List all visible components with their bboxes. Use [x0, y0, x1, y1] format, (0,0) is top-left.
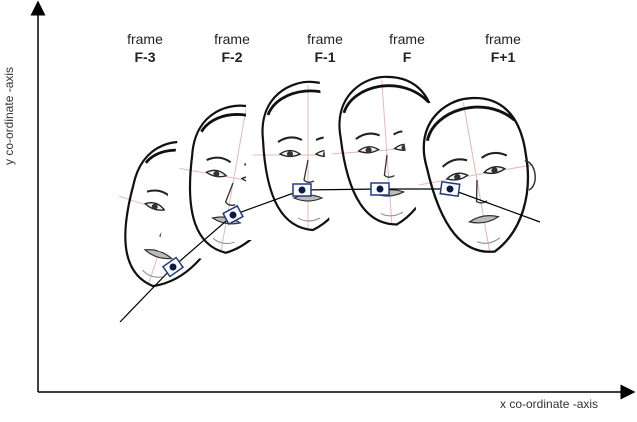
guide-vertical	[381, 80, 393, 225]
tracker-dot	[376, 185, 384, 193]
guide-vertical	[462, 102, 491, 253]
tracker-f-minus-3	[161, 256, 185, 278]
tracker-dot	[169, 263, 177, 271]
tracker-f-plus-1	[439, 180, 461, 198]
left-eyebrow	[441, 158, 468, 168]
tracker-f-minus-1	[292, 183, 312, 197]
guide-vertical	[220, 109, 247, 253]
chin-shade	[212, 238, 235, 244]
hair-stroke	[425, 105, 516, 142]
frame-id: F+1	[490, 49, 516, 65]
left-pupil	[213, 170, 220, 177]
left-pupil	[454, 173, 461, 181]
frame-word: frame	[307, 31, 343, 47]
frame-word: frame	[485, 31, 521, 47]
guide-horizontal	[419, 164, 534, 186]
frame-id: F-3	[134, 49, 156, 65]
hair-stroke	[342, 84, 430, 114]
frame-word: frame	[214, 31, 250, 47]
left-eyebrow	[206, 156, 232, 164]
right-pupil	[491, 167, 498, 174]
x-axis-label: x co-ordinate -axis	[500, 397, 599, 411]
head-outline	[422, 96, 530, 253]
left-eyebrow	[355, 132, 381, 140]
chin-shade	[380, 211, 404, 217]
nose	[224, 182, 236, 206]
chin-shade	[142, 269, 164, 278]
left-pupil	[287, 151, 293, 157]
frame-label-f-plus-1: frame F+1	[468, 30, 538, 66]
frame-label-f: frame F	[372, 30, 442, 66]
left-pupil	[151, 203, 158, 210]
frame-label-f-minus-1: frame F-1	[290, 30, 360, 66]
tracker-f-minus-2	[222, 204, 244, 226]
lips	[467, 215, 500, 224]
face-f-plus-1	[398, 85, 556, 275]
frame-id: F-2	[221, 49, 243, 65]
nose	[383, 154, 395, 178]
y-axis-label: y co-ordinate -axis	[2, 66, 16, 165]
frame-word: frame	[127, 31, 163, 47]
ear	[524, 160, 536, 191]
frame-label-f-minus-2: frame F-2	[197, 30, 267, 66]
tracker-dot	[298, 186, 306, 194]
left-eyebrow	[277, 136, 303, 143]
nose	[303, 159, 315, 183]
tracker-f	[370, 182, 390, 196]
frame-id: F-1	[314, 49, 336, 65]
chin-shade	[477, 237, 501, 244]
chin-shade	[297, 217, 321, 222]
left-pupil	[365, 147, 372, 154]
tracker-dot	[229, 211, 237, 219]
frame-id: F	[402, 49, 412, 65]
nose	[475, 179, 488, 204]
tracker-dot	[446, 185, 454, 193]
lips	[143, 249, 174, 260]
frame-label-f-minus-3: frame F-3	[110, 30, 180, 66]
right-eyebrow	[481, 151, 508, 159]
frame-word: frame	[389, 31, 425, 47]
